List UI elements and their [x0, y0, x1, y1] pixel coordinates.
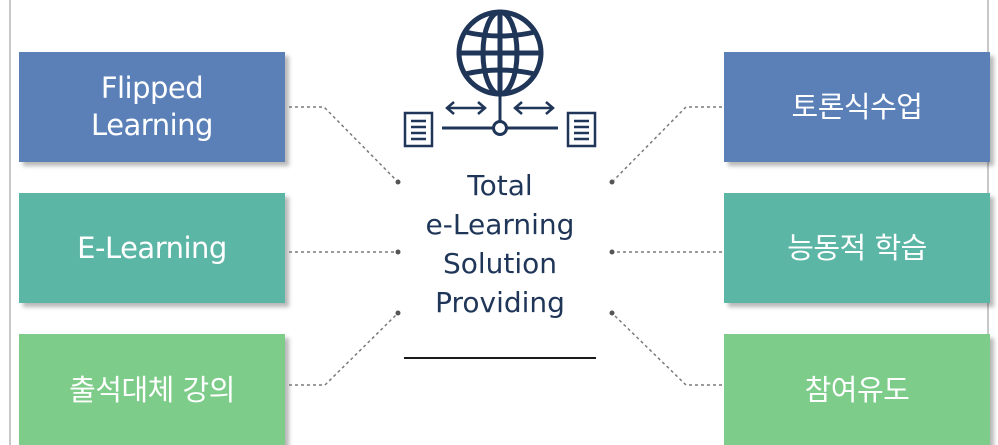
connector-right-top: [613, 106, 722, 181]
connector-lines: [289, 106, 722, 386]
center-title: Total e-Learning Solution Providing: [395, 166, 605, 322]
box-flipped-learning-label: Flipped Learning: [91, 71, 213, 142]
frame-left-border: [9, 0, 11, 445]
box-active-learning: 능동적 학습: [724, 193, 990, 303]
box-attendance-lecture-label: 출석대체 강의: [69, 372, 235, 407]
center-title-line-4: Providing: [435, 286, 565, 319]
box-discussion-class-label: 토론식수업: [791, 90, 923, 124]
center-title-line-2: e-Learning: [425, 208, 575, 241]
connector-left-top: [289, 106, 397, 181]
document-icon: [403, 111, 434, 148]
connector-right-bottom: [613, 314, 722, 386]
document-icon: [566, 111, 597, 148]
center-underline: [404, 357, 596, 359]
center-title-line-1: Total: [467, 169, 533, 202]
globe-icon: [456, 9, 544, 97]
box-participation: 참여유도: [724, 334, 990, 445]
box-e-learning-label: E-Learning: [77, 231, 227, 265]
box-active-learning-label: 능동적 학습: [787, 231, 927, 265]
box-discussion-class: 토론식수업: [724, 52, 990, 162]
center-title-line-3: Solution: [442, 247, 558, 280]
box-participation-label: 참여유도: [804, 372, 910, 407]
connector-dots: [395, 179, 615, 316]
box-e-learning: E-Learning: [19, 193, 285, 303]
box-attendance-lecture: 출석대체 강의: [19, 334, 285, 445]
connector-left-bottom: [289, 314, 397, 386]
node-icon: [442, 94, 558, 136]
box-flipped-learning: Flipped Learning: [19, 52, 285, 162]
double-arrow-icon: [445, 101, 555, 115]
